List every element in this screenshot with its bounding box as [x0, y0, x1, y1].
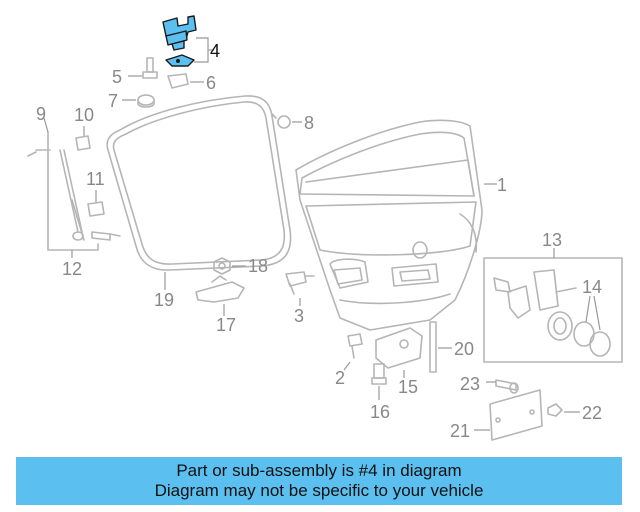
nut-18 [213, 257, 246, 275]
callout-3: 3 [294, 306, 304, 326]
callout-2: 2 [335, 368, 345, 388]
bolt-16 [371, 363, 387, 400]
bolt-12 [71, 231, 121, 258]
callout-12: 12 [62, 259, 82, 279]
banner-line-part-number: Part or sub-assembly is #4 in diagram [176, 461, 462, 480]
callout-23: 23 [460, 374, 480, 394]
callout-14: 14 [582, 277, 602, 297]
callout-19: 19 [154, 290, 174, 310]
callout-17: 17 [216, 315, 236, 335]
callout-13: 13 [542, 230, 562, 250]
callout-11: 11 [86, 169, 105, 189]
callout-6: 6 [206, 73, 216, 93]
license-plate-bracket [474, 389, 543, 441]
callout-4: 4 [210, 41, 220, 61]
callout-10: 10 [74, 105, 94, 125]
callout-9: 9 [36, 104, 46, 124]
bolt-2 [343, 333, 363, 371]
hinge-assembly-highlighted [162, 15, 214, 67]
callout-5: 5 [112, 67, 122, 87]
bolt-23 [486, 379, 519, 394]
rod-20 [429, 321, 452, 373]
grommet-8 [271, 113, 302, 129]
callout-18: 18 [248, 256, 268, 276]
lock-actuator-box [483, 248, 623, 363]
callout-20: 20 [454, 339, 474, 359]
bolt-5 [128, 57, 158, 79]
weatherstrip-seal [106, 95, 292, 290]
info-banner: Part or sub-assembly is #4 in diagram Di… [16, 457, 622, 505]
screw-22 [547, 403, 580, 417]
latch-15 [375, 327, 423, 378]
support-strut [27, 117, 99, 251]
callout-8: 8 [304, 113, 314, 133]
callout-1: 1 [497, 175, 507, 195]
callout-15: 15 [398, 377, 418, 397]
latch-3 [285, 271, 315, 306]
bracket-10 [75, 126, 91, 151]
bracket-17 [195, 275, 245, 316]
callout-16: 16 [370, 402, 390, 422]
clip-6 [167, 73, 204, 89]
callout-7: 7 [108, 91, 118, 111]
nut-7 [122, 94, 155, 108]
callout-21: 21 [450, 421, 470, 441]
callout-22: 22 [582, 403, 602, 423]
liftgate-panel [295, 119, 497, 331]
exploded-parts-diagram: 4 1 2 3 5 6 7 8 9 10 11 12 13 14 15 16 1… [27, 15, 623, 441]
banner-line-disclaimer: Diagram may not be specific to your vehi… [154, 481, 484, 500]
bracket-11 [87, 190, 105, 217]
